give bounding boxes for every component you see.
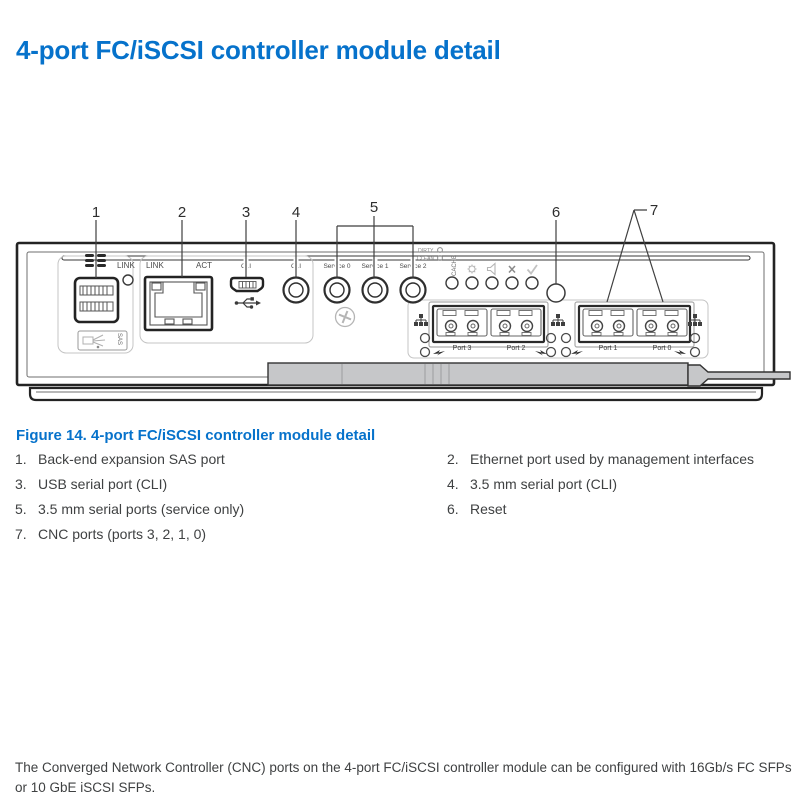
cache-dirty-label: DIRTY (418, 248, 434, 254)
sfp-module-port0 (636, 308, 688, 337)
sfp-module-port2 (490, 308, 542, 337)
callout-4: 4 (292, 204, 300, 221)
controller-module-diagram: LINK SAS LINK ACT CLI (15, 199, 791, 402)
cli-serial-jack-inner (288, 282, 304, 298)
activity-lightning-icons (433, 350, 686, 356)
legend-item-text: Reset (470, 501, 507, 517)
cache-clean-label: CLEAN (417, 256, 435, 262)
sas-label: SAS (77, 330, 128, 351)
cache-clean-led (437, 255, 443, 261)
ejector-handle (267, 362, 689, 386)
legend-item-3: 3. USB serial port (CLI) (15, 475, 447, 493)
handle-latch (687, 364, 791, 387)
ethernet-port-detail (149, 281, 208, 326)
cache-dirty-led (437, 247, 443, 253)
legend-item-7: 7. CNC ports (ports 3, 2, 1, 0) (15, 525, 447, 543)
handle-seams (341, 364, 450, 384)
legend-item-text: 3.5 mm serial ports (service only) (38, 501, 245, 517)
sfp-module-port3 (436, 308, 488, 337)
callout-2: 2 (178, 204, 186, 221)
legend-item-number: 5. (15, 501, 27, 517)
sfp-module-port1 (582, 308, 634, 337)
alarm-horn-icon (486, 262, 496, 276)
port2-label: Port 2 (507, 345, 526, 352)
callout-7: 7 (650, 202, 658, 219)
sas-port (73, 276, 120, 324)
legend-item-text: Ethernet port used by management interfa… (470, 451, 755, 467)
service-jacks (323, 276, 427, 304)
sas-link-label: LINK (117, 261, 135, 270)
footnote: The Converged Network Controller (CNC) p… (15, 759, 792, 795)
legend-item-4: 4. 3.5 mm serial port (CLI) (447, 475, 790, 493)
callout-1: 1 (92, 204, 100, 221)
port1-label: Port 1 (599, 345, 618, 352)
legend-item-number: 3. (15, 476, 27, 492)
cli-serial-jack (282, 276, 310, 304)
callout-3: 3 (242, 204, 250, 221)
legend-item-6: 6. Reset (447, 500, 790, 518)
mini-usb-contacts (238, 281, 257, 289)
legend-item-text: USB serial port (CLI) (38, 476, 168, 492)
figure-caption: Figure 14. 4-port FC/iSCSI controller mo… (16, 427, 376, 444)
screw-icon (334, 306, 356, 328)
ok-check-icon (526, 264, 538, 275)
callout-leaders (95, 209, 664, 303)
mini-usb-port (229, 276, 265, 293)
network-topology-icons (414, 314, 702, 326)
sfp-cage-left (431, 304, 546, 344)
sas-stack-icon (85, 254, 106, 267)
top-vent-slot (61, 255, 751, 261)
cache-label: CACHE (452, 255, 458, 276)
legend-item-number: 4. (447, 476, 459, 492)
legend-item-number: 2. (447, 451, 459, 467)
cnc-port-leds (419, 332, 701, 358)
callout-6: 6 (552, 204, 560, 221)
usb-icon (234, 297, 261, 309)
legend-item-1: 1. Back-end expansion SAS port (15, 450, 447, 468)
eth-act-label: ACT (196, 261, 212, 270)
sas-port-contacts (79, 285, 114, 312)
callout-5: 5 (370, 199, 378, 216)
legend-item-number: 7. (15, 526, 27, 542)
legend-item-5: 5. 3.5 mm serial ports (service only) (15, 500, 447, 518)
status-led-row (445, 276, 539, 290)
legend-item-number: 6. (447, 501, 459, 517)
fault-cross-icon (508, 265, 516, 274)
reset-button (546, 283, 566, 303)
sas-link-led (122, 274, 134, 286)
page-title: 4-port FC/iSCSI controller module detail (16, 35, 501, 66)
port3-label: Port 3 (453, 345, 472, 352)
legend-item-text: CNC ports (ports 3, 2, 1, 0) (38, 526, 207, 542)
legend-item-text: Back-end expansion SAS port (38, 451, 225, 467)
svg-text:SAS: SAS (116, 333, 122, 345)
legend-item-2: 2. Ethernet port used by management inte… (447, 450, 790, 468)
eth-link-label: LINK (146, 261, 164, 270)
legend-item-text: 3.5 mm serial port (CLI) (470, 476, 618, 492)
sfp-cage-left-outer (428, 301, 549, 348)
chassis-bottom-lip (28, 386, 764, 402)
legend-list: 1. Back-end expansion SAS port 2. Ethern… (15, 450, 790, 543)
legend-item-number: 1. (15, 451, 27, 467)
mgmt-panel (139, 255, 314, 344)
gear-icon (467, 264, 477, 274)
port0-label: Port 0 (653, 345, 672, 352)
